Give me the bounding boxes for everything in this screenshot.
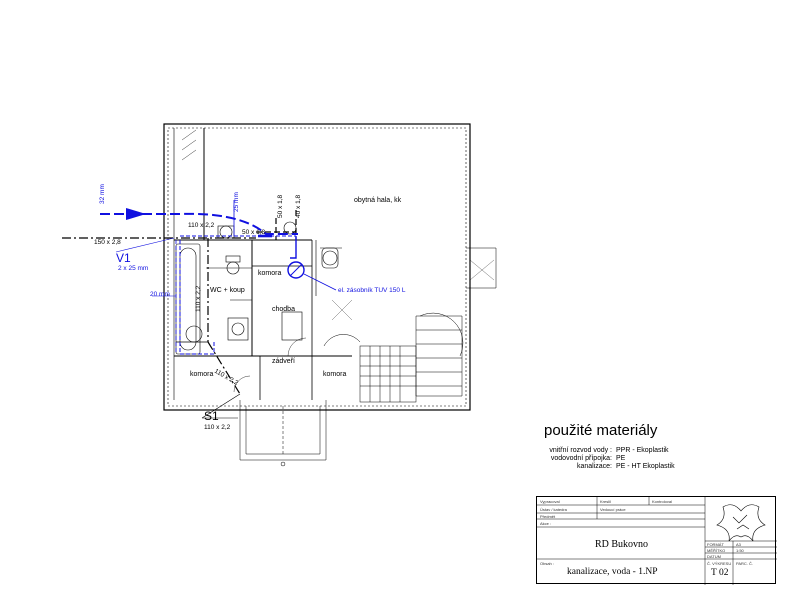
legend-key: kanalizace: [576, 463, 612, 470]
materials-legend: použité materiály vnitřní rozvod vody : P… [516, 422, 776, 471]
size-150x28: 150 x 2,8 [94, 239, 121, 246]
room-komora-lower-right: komora [323, 371, 346, 378]
title-block: Vypracoval Kreslil Kontroloval Ústav / k… [536, 496, 777, 585]
size-50x18-b: 50 x 1,8 [242, 229, 266, 236]
s1-size: 110 x 2,2 [204, 424, 231, 431]
tb-cell: Vypracoval [540, 499, 560, 504]
legend-key: vnitřní rozvod vody : [549, 447, 612, 454]
tb-format-value: A3 [736, 542, 741, 547]
tb-cell: Kontroloval [652, 499, 673, 504]
boiler-label: el. zásobník TUV 150 L [338, 287, 406, 294]
size-110-diag: 110 x 2,2 [213, 368, 240, 387]
tb-part-label: PARC. Č. [736, 561, 754, 566]
v1-label: V1 [116, 251, 131, 265]
dim-20mm: 20 mm [150, 291, 170, 298]
size-50x18-a: 50 x 1,8 [277, 194, 284, 218]
tb-cell: Ústav / katedra [540, 507, 567, 512]
tb-cell: Předmět [540, 514, 556, 519]
room-zadveri: zádveří [272, 358, 295, 365]
legend-title: použité materiály [544, 422, 658, 439]
legend-row-water: vnitřní rozvod vody : PPR - Ekoplastik [516, 447, 776, 455]
size-110-top: 110 x 2,2 [188, 222, 215, 229]
room-komora-lower-left: komora [190, 371, 213, 378]
room-labels: obytná hala, kk komora WC + koup chodba … [190, 197, 402, 378]
room-komora-upper: komora [258, 270, 281, 277]
size-40x18: 40 x 1,8 [295, 194, 302, 218]
university-logo-icon [716, 504, 766, 542]
sanitary-fixtures [175, 221, 339, 355]
tb-cell: Kreslil [600, 499, 611, 504]
legend-row-connection: vodovodní přípojka: PE [516, 455, 776, 463]
staircase [323, 312, 464, 403]
s1-label: S1 [204, 409, 219, 423]
v1-size: 2 x 25 mm [118, 265, 148, 272]
project-name: RD Bukovno [595, 539, 649, 550]
tb-scale-label: MĚŘÍTKO [707, 548, 726, 553]
legend-key: vodovodní přípojka: [550, 455, 612, 462]
pipe-labels: 32 mm 25 mm V1 2 x 25 mm 20 mm 150 x 2,8… [94, 184, 406, 431]
building-walls [163, 123, 497, 411]
dim-32mm: 32 mm [99, 184, 106, 204]
legend-value: PPR - Ekoplastik [616, 447, 669, 454]
room-chodba: chodba [272, 306, 295, 313]
sheet-number: T 02 [711, 568, 729, 578]
legend-value: PE [616, 455, 626, 462]
legend-value: PE - HT Ekoplastik [616, 463, 675, 470]
tb-scale-value: 1:50 [736, 548, 744, 553]
tb-cell: Akce : [540, 521, 552, 526]
entrance-porch [239, 400, 327, 467]
tb-cell: Vedoucí práce [600, 507, 626, 512]
tb-number-label: Č. VÝKRESU [707, 561, 732, 566]
tb-format-label: FORMÁT [707, 542, 724, 547]
dim-25mm: 25 mm [233, 192, 240, 212]
water-lines [100, 200, 337, 355]
legend-row-sewer: kanalizace: PE - HT Ekoplastik [516, 463, 776, 471]
title-block-grid [537, 497, 777, 585]
room-obytna-hala: obytná hala, kk [354, 197, 402, 204]
tb-date-label: DATUM [707, 554, 721, 559]
size-110-vertical: 110 x 2,2 [195, 285, 202, 312]
room-wc-koup: WC + koup [210, 287, 245, 294]
drawing-name: kanalizace, voda - 1.NP [567, 567, 658, 577]
tb-cell: Obsah : [540, 561, 555, 566]
